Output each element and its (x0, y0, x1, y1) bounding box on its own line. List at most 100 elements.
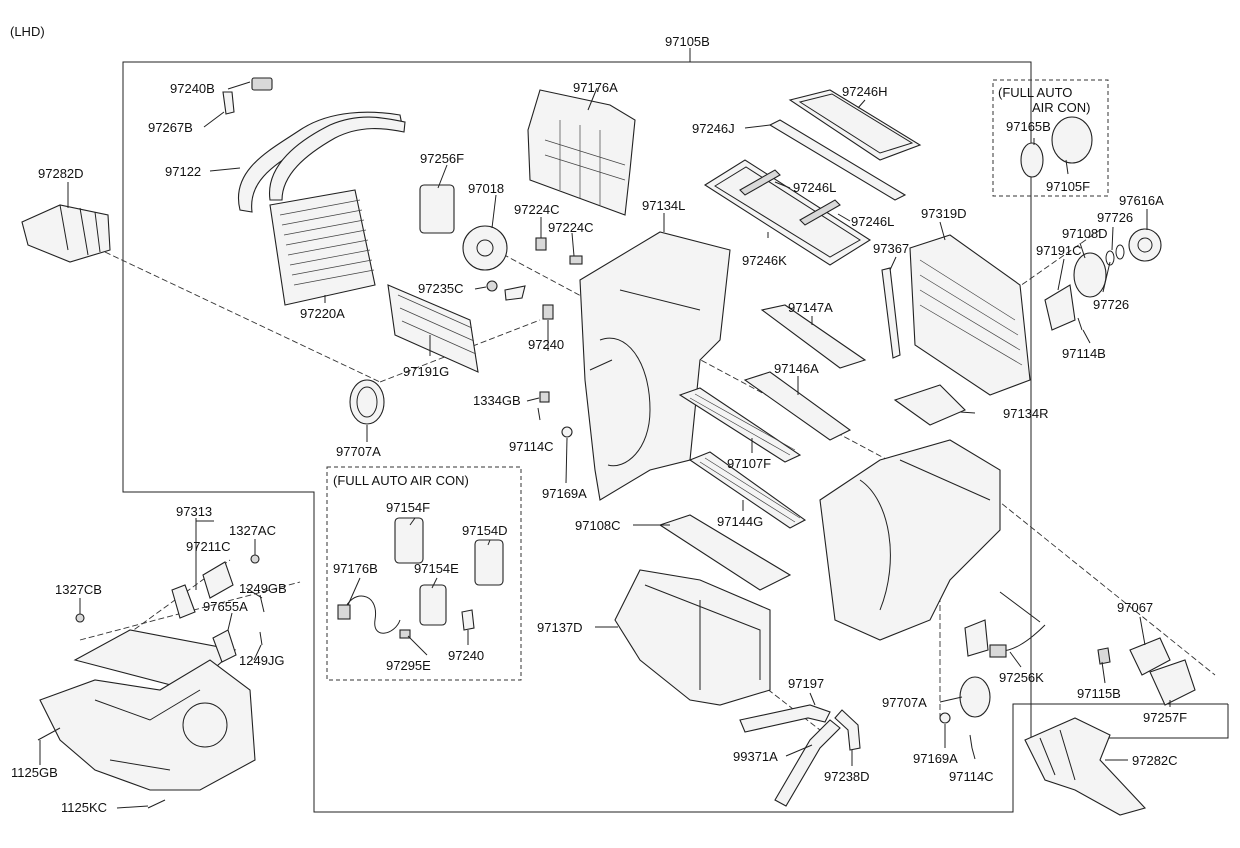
full-auto-box-top (992, 79, 1109, 197)
part-label-1327CB: 1327CB (55, 582, 102, 597)
lhd-label: (LHD) (10, 24, 45, 39)
clip-97235C (486, 280, 498, 292)
clip-97267B (222, 91, 235, 115)
oring-97726-b (1115, 244, 1125, 260)
filter-97191G (387, 284, 479, 373)
hose-97238D (834, 709, 861, 751)
part-label-97108C: 97108C (575, 518, 621, 533)
clip-97224C-a (535, 237, 547, 251)
screw-1125GB (37, 727, 61, 741)
part-label-97176A: 97176A (573, 80, 618, 95)
ring-97707A-right (959, 676, 991, 718)
screw-97114B (1077, 317, 1083, 331)
filter-bar-97246L-a (739, 169, 781, 196)
motor-97018-hub (476, 239, 494, 257)
case-97137D (614, 569, 771, 706)
bracket-97176A (527, 89, 636, 216)
part-label-97147A: 97147A (788, 300, 833, 315)
part-label-97256F: 97256F (420, 151, 464, 166)
connector-97176B (337, 604, 351, 620)
washer-97169A (561, 426, 573, 438)
hose-99371A (774, 719, 841, 807)
clip-97295E (399, 629, 411, 639)
screw-97114C (537, 407, 541, 421)
door-97146A (743, 371, 852, 441)
axis-line-left (104, 251, 381, 383)
part-label-97114C: 97114C (509, 439, 554, 454)
screw-1249GB (259, 594, 265, 613)
nut-1327CB (75, 613, 85, 623)
part-label-97134L: 97134L (642, 198, 685, 213)
lever-97240-mid (461, 609, 475, 631)
part-label-97114B: 97114B (1062, 346, 1106, 361)
part-label-99371A: 99371A (733, 749, 778, 764)
part-label-97240B: 97240B (170, 81, 215, 96)
part-label-97246L-a: 97246L (793, 180, 836, 195)
part-label-97169A: 97169A (542, 486, 587, 501)
part-label-97067: 97067 (1117, 600, 1153, 615)
duct-97282D (21, 204, 111, 263)
part-label-97191C: 97191C (1036, 243, 1082, 258)
part-label-97154E: 97154E (414, 561, 459, 576)
part-label-97122: 97122 (165, 164, 201, 179)
part-label-97224C-a: 97224C (514, 202, 560, 217)
part-label-97295E: 97295E (386, 658, 431, 673)
heater-pipes-97122 (237, 111, 406, 213)
full-auto-label-top-line1: (FULL AUTO (998, 85, 1072, 100)
harness-97176B (344, 595, 401, 634)
case-97134R (819, 384, 1001, 641)
gear-97191C (1044, 284, 1076, 331)
part-label-97169A-right: 97169A (913, 751, 958, 766)
part-label-97105F: 97105F (1046, 179, 1090, 194)
part-label-97655A: 97655A (203, 599, 248, 614)
clip-97224C-b (569, 255, 583, 265)
actuator-97256F (419, 184, 455, 234)
blower-assembly-bottom-left (39, 629, 256, 791)
heater-core-97220A (269, 189, 376, 306)
clip-97115B (1097, 647, 1111, 665)
part-label-97197: 97197 (788, 676, 824, 691)
part-label-97238D: 97238D (824, 769, 870, 784)
part-label-97616A: 97616A (1119, 193, 1164, 208)
part-label-97134R: 97134R (1003, 406, 1049, 421)
part-label-97313: 97313 (176, 504, 212, 519)
part-label-97235C: 97235C (418, 281, 464, 296)
hose-97197 (739, 704, 831, 733)
ring-97108D (1073, 252, 1107, 298)
full-auto-label-top-line2: AIR CON) (1032, 100, 1091, 115)
ring-97707A (349, 379, 385, 425)
actuator-97154E (419, 584, 447, 626)
leader-lines (39, 81, 1171, 809)
part-label-97137D: 97137D (537, 620, 583, 635)
motor-97616A (1128, 228, 1162, 262)
actuator-97154F (394, 517, 424, 564)
oring-97726-a (1105, 250, 1115, 266)
motor-97616A-hub (1137, 237, 1153, 253)
actuator-97655A (212, 629, 237, 663)
filter-frame-97246K (703, 159, 872, 266)
full-auto-box-mid (326, 466, 522, 681)
part-label-97107F: 97107F (727, 456, 771, 471)
duct-97282C (1024, 717, 1147, 816)
door-97107F-ribs (689, 393, 796, 456)
screw-1249JG (259, 631, 263, 646)
part-label-97246H: 97246H (842, 84, 888, 99)
part-label-97707A: 97707A (336, 444, 381, 459)
part-label-97282D: 97282D (38, 166, 84, 181)
assembly-boundary-left (122, 61, 1228, 813)
part-label-97105B: 97105B (665, 34, 710, 49)
screw-97114C-right (969, 734, 973, 749)
nut-1327AC (250, 554, 260, 564)
part-label-1327AC: 1327AC (229, 523, 276, 538)
sensor-97165B (1020, 142, 1044, 178)
part-label-97224C-b: 97224C (548, 220, 594, 235)
part-label-97191G: 97191G (403, 364, 449, 379)
part-label-97144G: 97144G (717, 514, 763, 529)
part-label-97282C: 97282C (1132, 753, 1178, 768)
part-label-97154F: 97154F (386, 500, 430, 515)
gasket-97313 (171, 584, 196, 619)
part-label-97240: 97240 (528, 337, 564, 352)
part-label-97367: 97367 (873, 241, 909, 256)
part-label-97176B: 97176B (333, 561, 378, 576)
actuator-97067 (1129, 637, 1171, 676)
